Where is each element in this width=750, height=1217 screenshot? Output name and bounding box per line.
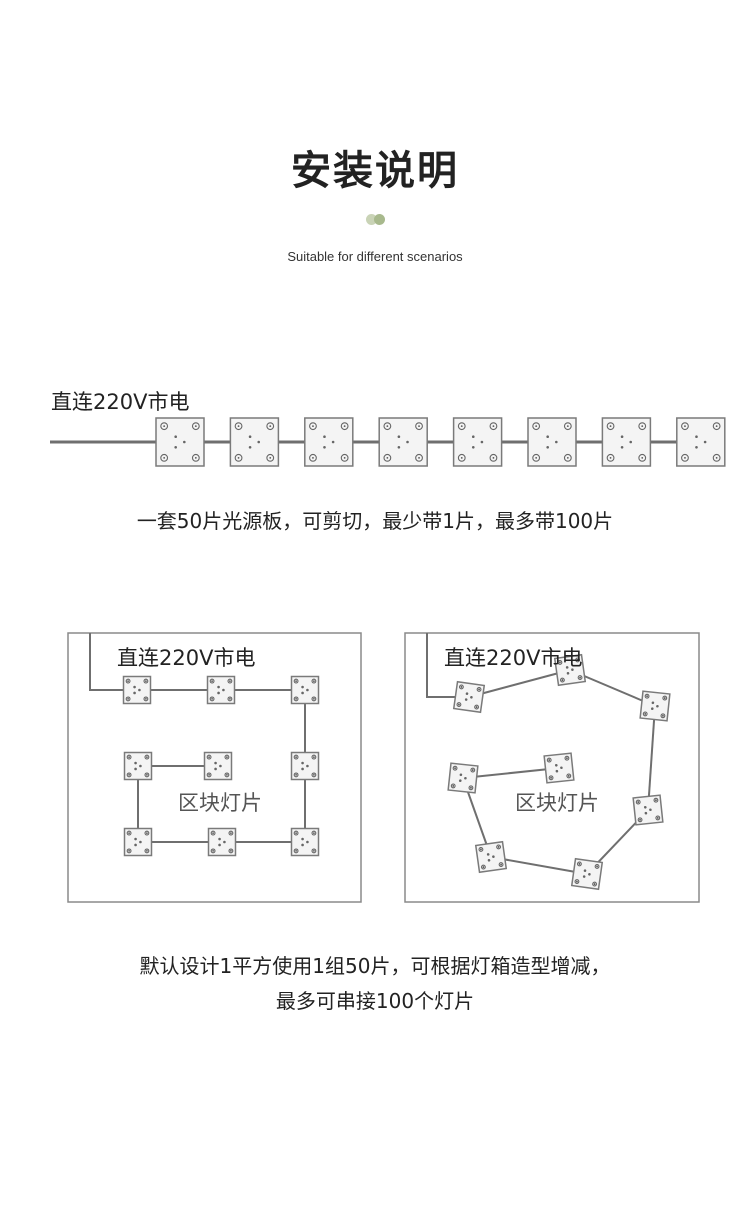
light-module [543,752,575,784]
left-panel-frame [67,632,362,903]
footer-caption-line2: 最多可串接100个灯片 [275,989,475,1013]
right-panel-area-label: 区块灯片 [515,791,599,815]
light-module [632,794,664,826]
left-panel-area-label: 区块灯片 [178,791,262,815]
left-panel-power-label: 直连220V市电 [117,646,256,670]
light-module [447,762,479,794]
light-module [452,680,486,714]
light-module [474,840,508,874]
page-subtitle: Suitable for different scenarios [287,249,463,264]
wire [647,705,656,811]
light-module [553,653,587,687]
light-module [304,417,354,467]
dot-icon [366,214,377,225]
light-module [676,417,726,467]
light-module [290,751,320,781]
light-module [601,417,652,467]
light-module [207,827,237,857]
light-module [570,857,604,891]
right-panel-power-label: 直连220V市电 [444,646,583,670]
strip-power-label: 直连220V市电 [51,390,190,414]
light-module [203,751,233,781]
wire [490,856,588,875]
light-module [206,675,236,705]
page-title: 安装说明 [291,148,459,194]
light-module [123,827,153,857]
light-module [290,675,320,705]
footer-caption-line1: 默认设计1平方使用1组50片，可根据灯箱造型增减， [139,954,611,978]
dot-icon [374,214,385,225]
wire [462,767,560,779]
light-module [527,417,577,467]
light-module [155,417,205,467]
light-module [229,417,280,467]
light-module [122,675,152,705]
wire [468,669,571,698]
light-module [639,690,671,722]
wire [89,633,137,691]
light-module [290,827,320,857]
light-module [378,417,428,467]
light-module [452,417,503,467]
strip-caption: 一套50片光源板，可剪切，最少带1片，最多带100片 [136,509,614,533]
decorative-dots [366,214,386,226]
right-panel-frame [404,632,700,903]
light-module [123,751,153,781]
